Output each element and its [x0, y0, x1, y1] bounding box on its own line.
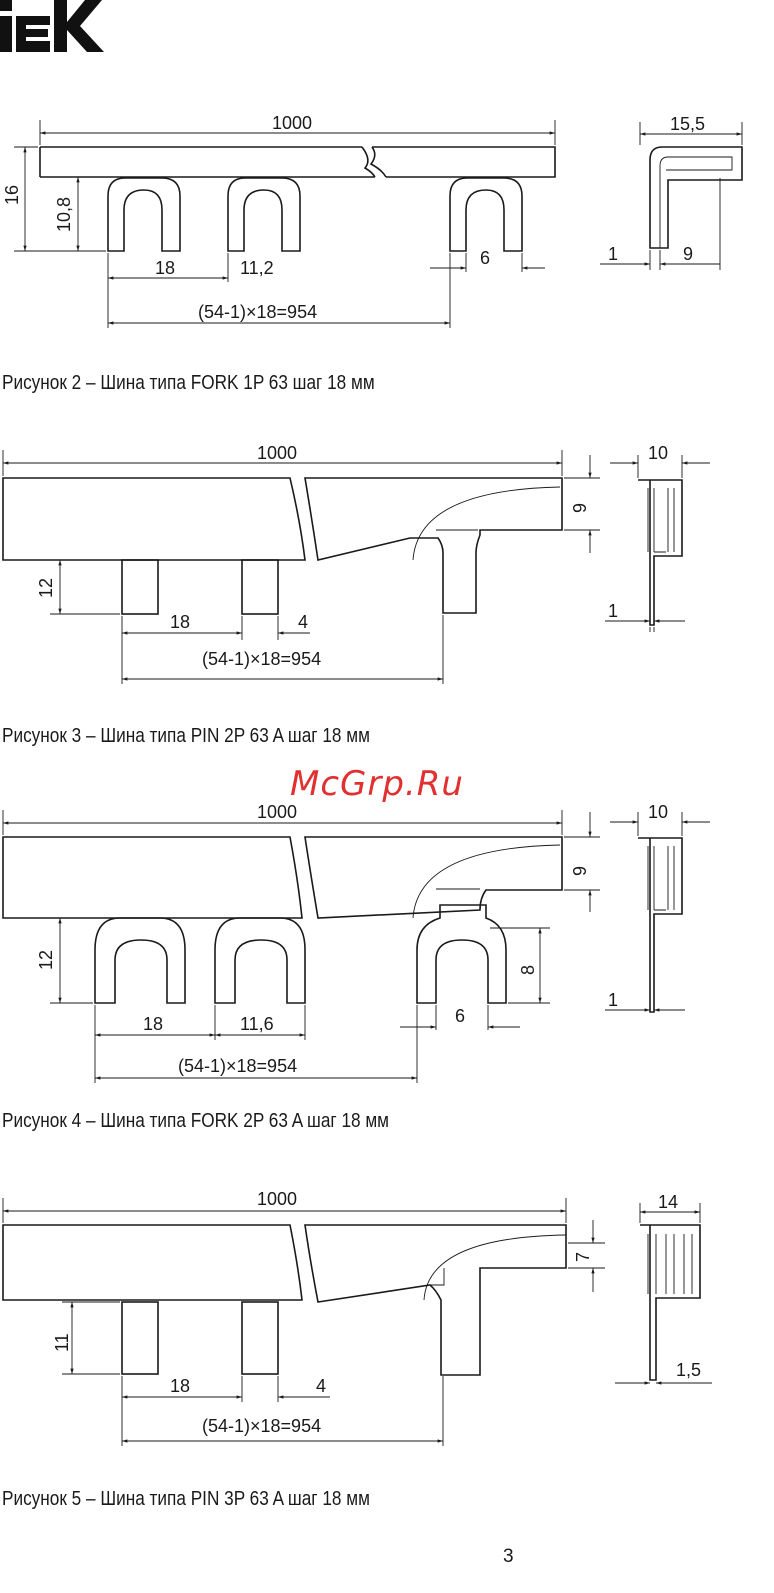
dim-pin-height: 12 — [36, 578, 56, 598]
dim-gap: 11,2 — [240, 258, 274, 278]
side-thickness: 1 — [608, 990, 618, 1010]
side-thickness: 1 — [608, 601, 618, 621]
figure-3-caption: Рисунок 3 – Шина типа PIN 2P 63 A шаг 18… — [2, 725, 370, 747]
dim-side-height: 7 — [573, 1252, 593, 1262]
side-width: 14 — [658, 1192, 678, 1212]
dim-length: 1000 — [272, 113, 312, 133]
watermark: McGrp.Ru — [290, 764, 464, 804]
side-thickness: 1,5 — [676, 1360, 701, 1380]
side-width: 10 — [648, 443, 668, 463]
dim-height: 16 — [2, 185, 22, 205]
figure-4-caption: Рисунок 4 – Шина типа FORK 2P 63 A шаг 1… — [2, 1110, 389, 1132]
figure-2-caption: Рисунок 2 – Шина типа FORK 1P 63 шаг 18 … — [2, 372, 375, 394]
dim-width: 6 — [455, 1006, 465, 1026]
figure-3-drawing: 1000 9 12 18 4 (54-1)×18=954 10 1 — [2, 443, 710, 684]
dim-pitch: 18 — [143, 1014, 163, 1034]
dim-fork-height: 12 — [36, 950, 56, 970]
dim-side-height: 9 — [570, 503, 590, 513]
dim-pitch: 18 — [170, 1376, 190, 1396]
side-thickness: 1 — [608, 244, 618, 264]
dim-pin-width: 4 — [316, 1376, 326, 1396]
dim-span: (54-1)×18=954 — [178, 1056, 297, 1076]
dim-side-height: 9 — [570, 866, 590, 876]
side-width: 10 — [648, 802, 668, 822]
dim-span: (54-1)×18=954 — [202, 649, 321, 669]
dim-length: 1000 — [257, 802, 297, 822]
dim-pitch: 18 — [155, 258, 175, 278]
dim-length: 1000 — [257, 1189, 297, 1209]
figure-5-caption: Рисунок 5 – Шина типа PIN 3P 63 A шаг 18… — [2, 1488, 370, 1510]
dim-fork-height: 10,8 — [54, 197, 74, 232]
dim-span: (54-1)×18=954 — [202, 1416, 321, 1436]
dim-width: 6 — [480, 248, 490, 268]
dim-length: 1000 — [257, 443, 297, 463]
dim-pin-width: 4 — [298, 612, 308, 632]
side-inner: 9 — [683, 244, 693, 264]
figure-2-drawing: 1000 16 10,8 18 11,2 6 (54-1)×18=954 15,… — [2, 113, 743, 328]
dim-pitch: 18 — [170, 612, 190, 632]
page-number: 3 — [503, 1546, 514, 1567]
figure-4-drawing: 1000 9 12 8 18 11,6 6 (54-1)×18=954 10 1 — [2, 802, 710, 1083]
dim-slot-depth: 8 — [518, 965, 538, 975]
figure-5-drawing: 1000 7 11 18 4 (54-1)×18=954 14 1,5 — [2, 1189, 712, 1446]
dim-gap: 11,6 — [240, 1014, 274, 1034]
dim-pin-height: 11 — [52, 1333, 72, 1352]
side-width: 15,5 — [670, 114, 705, 134]
iek-logo — [0, 0, 104, 52]
dim-span: (54-1)×18=954 — [198, 302, 317, 322]
